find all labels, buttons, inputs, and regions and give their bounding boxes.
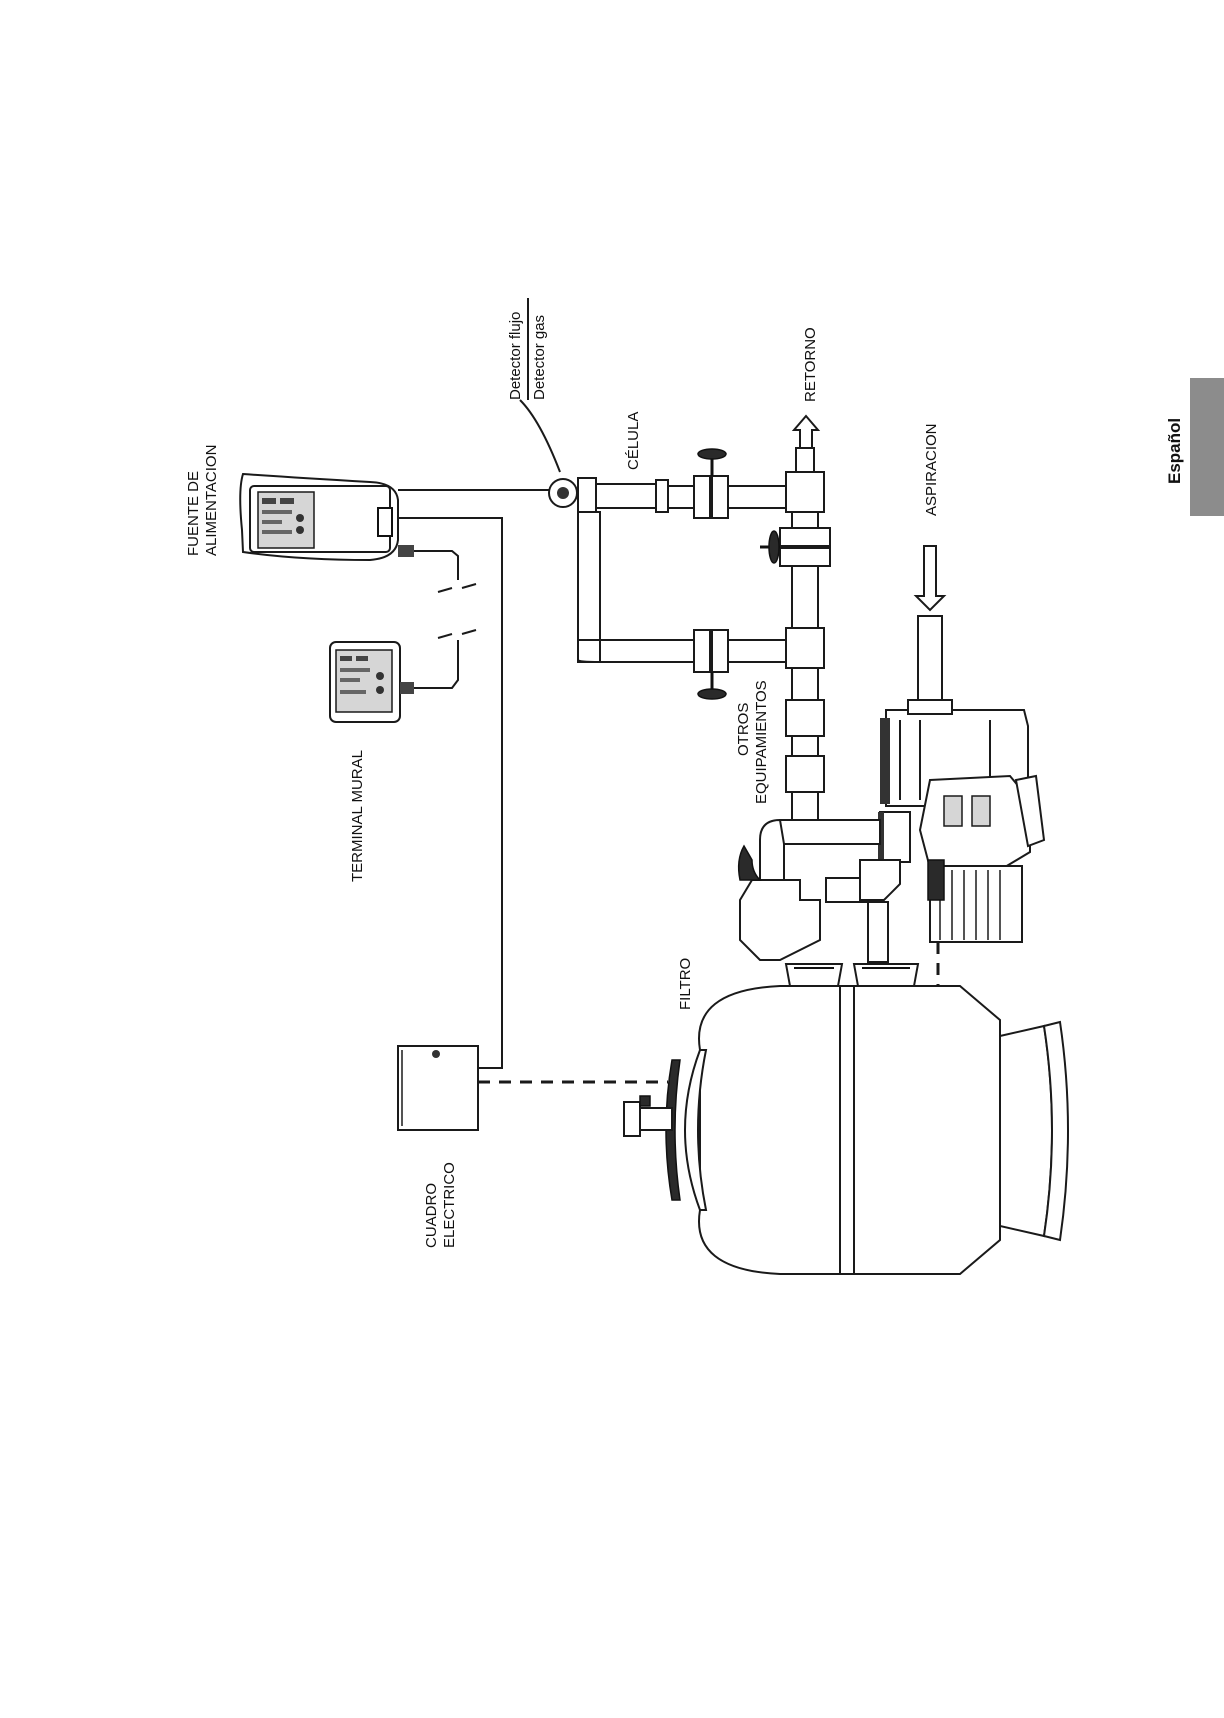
aspiracion-label: ASPIRACION [923, 423, 940, 516]
filtro-label: FILTRO [677, 958, 694, 1010]
sand-filter [624, 986, 1068, 1274]
cuadro-label-line2: ELECTRICO [441, 1162, 458, 1248]
detector-flujo-label: Detector flujo [507, 312, 524, 400]
celula-label: CÉLULA [625, 412, 642, 470]
language-tab: Español [1165, 378, 1224, 516]
power-supply-unit [240, 474, 560, 1068]
electrolysis-cell [549, 478, 668, 652]
bypass-pipework [578, 416, 830, 832]
detector-gas-label: Detector gas [531, 315, 548, 400]
wall-terminal [330, 642, 414, 722]
fuente-label-line1: FUENTE DE [185, 471, 202, 556]
otros-label-line2: EQUIPAMIENTOS [753, 680, 770, 804]
fuente-label-line2: ALIMENTACION [203, 445, 220, 556]
otros-label-line1: OTROS [735, 703, 752, 756]
cuadro-label-line1: CUADRO [423, 1183, 440, 1248]
retorno-label: RETORNO [802, 327, 819, 402]
terminal-mural-label: TERMINAL MURAL [349, 750, 366, 882]
pump [878, 700, 1044, 1000]
language-tab-label: Español [1165, 418, 1184, 484]
